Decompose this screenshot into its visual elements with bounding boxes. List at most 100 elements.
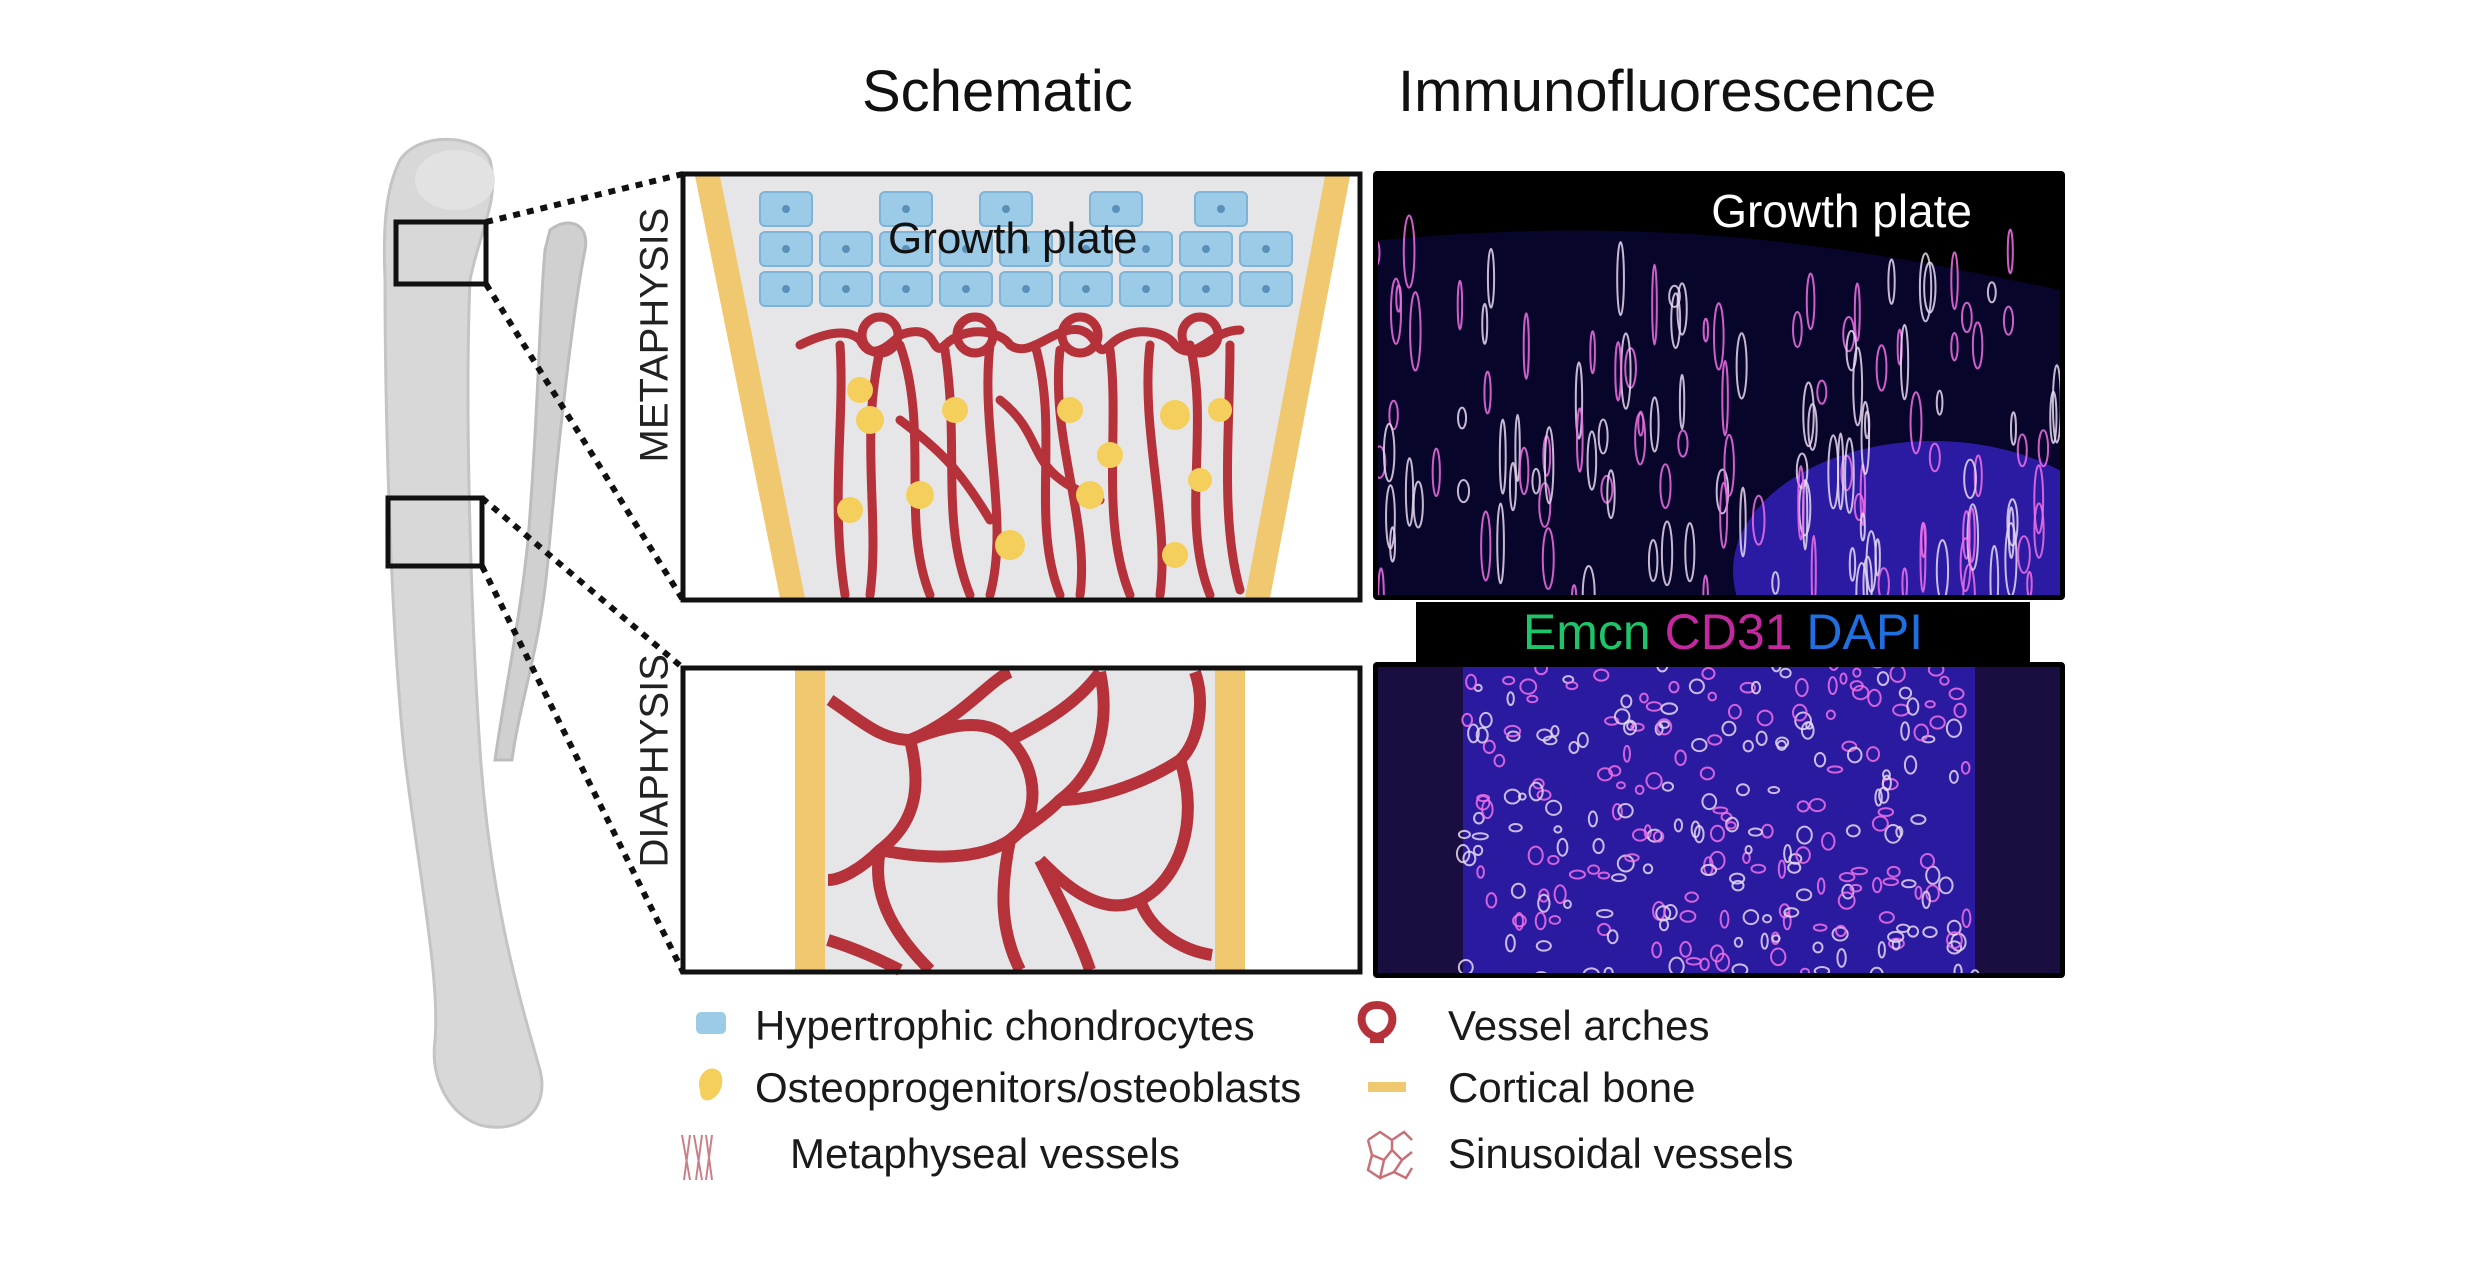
vessel-signal [1661, 781, 1675, 792]
vessel-signal [1968, 507, 1976, 563]
cell-nucleus [1142, 285, 1150, 293]
vessel-signal [1498, 418, 1507, 495]
vessel-signal [1900, 721, 1910, 741]
cell-nucleus [782, 285, 790, 293]
vessel-signal [1971, 321, 1984, 370]
vessel-signal [1744, 845, 1753, 855]
vessel-signal [2026, 570, 2033, 595]
vessel-signal [1651, 941, 1663, 959]
cell-nucleus [1262, 245, 1270, 253]
vessel-signal [1878, 911, 1895, 924]
vessel-signal [1923, 261, 1937, 314]
vessel-signal [1739, 486, 1747, 558]
vessel-signal [1715, 952, 1731, 972]
vessel-signal [1960, 301, 1973, 334]
vessel-signal [1462, 850, 1477, 867]
vessel-signal [1929, 715, 1946, 730]
vessel-signal [1735, 783, 1750, 797]
vessel-signal [1378, 240, 1381, 266]
vessel-signal [1604, 716, 1620, 726]
vessel-signal [1770, 947, 1787, 967]
vessel-signal [1966, 503, 1980, 571]
vessel-signal [1508, 822, 1523, 833]
vessel-signal [1534, 667, 1549, 676]
vessel-signal [1538, 888, 1550, 903]
vessel-signal [1712, 302, 1725, 371]
growth-plate-region [1378, 176, 2060, 290]
vessel-signal [1536, 789, 1552, 801]
vessel-signal [1959, 537, 1972, 592]
vessel-signal [1828, 667, 1839, 671]
vessel-signal [1528, 781, 1544, 802]
legend-cortical-bone: Cortical bone [1448, 1064, 1696, 1111]
vessel-signal [1946, 940, 1963, 955]
vessel-signal [2051, 364, 2060, 444]
vessel-signal [1699, 766, 1715, 781]
vessel-signal [1918, 252, 1933, 323]
vessel-signal [1378, 462, 1379, 471]
vessel-signal [1553, 884, 1567, 905]
vessel-signal [2017, 535, 2031, 574]
stain-cd31: CD31 [1664, 604, 1793, 660]
metaphyseal-vessels-icon [681, 1134, 713, 1181]
metaphysis-region-marker [393, 219, 489, 287]
vessel-signal [1535, 940, 1552, 952]
vessel-signal [1887, 258, 1896, 305]
vessel-signal [1658, 918, 1670, 932]
vessel-signal [1860, 400, 1871, 476]
vessel-signal [1563, 899, 1572, 909]
vessel-signal [1844, 437, 1855, 515]
cortical-bone-right [1215, 670, 1245, 970]
cortical-bone-region [1378, 667, 1463, 973]
vessel-signal [2033, 502, 2045, 559]
vessel-signal [1615, 781, 1626, 790]
vessel-signal [1812, 923, 1828, 932]
vessel-signal [1914, 885, 1923, 900]
cell-nucleus [1022, 285, 1030, 293]
vessel-signal [1802, 381, 1815, 448]
cell-nucleus [1217, 205, 1225, 213]
vessel-signal [1777, 859, 1787, 879]
legend-vessel-arches: Vessel arches [1448, 1002, 1710, 1049]
vessel-signal [1656, 667, 1669, 673]
vessel-signal [1849, 883, 1863, 893]
vessel-signal [1514, 911, 1524, 931]
vessel-signal [1945, 718, 1963, 738]
vessel-signal [1382, 422, 1396, 483]
vessel-signal [1986, 281, 1997, 304]
cell-nucleus [1262, 285, 1270, 293]
vessel-signal [1898, 686, 1913, 700]
vessel-signal [1867, 688, 1882, 708]
vessel-signal [1756, 709, 1774, 727]
vessel-signal [1889, 667, 1906, 683]
cell-nucleus [1082, 245, 1090, 253]
vessel-signal [1731, 963, 1749, 973]
vessel-signal [1950, 332, 1959, 362]
vessel-signal [1750, 680, 1762, 695]
vessel-signal [1771, 934, 1781, 943]
vessel-signal [1589, 330, 1596, 375]
vessel-signal [1848, 546, 1857, 582]
vessel-signal [2006, 228, 2014, 275]
zoom-lines [479, 171, 686, 974]
vessel-signal [1623, 719, 1637, 736]
legend-metaphyseal-vessels: Metaphyseal vessels [790, 1130, 1180, 1177]
vessel-signal [1389, 526, 1397, 563]
vessel-signal [1472, 844, 1484, 856]
vessel-signal [1597, 418, 1609, 455]
vessel-signal [1794, 711, 1812, 731]
vessel-signal [1807, 402, 1818, 451]
vessel-signal [1606, 929, 1619, 945]
vessel-signal [1948, 687, 1965, 701]
cell-nucleus [1002, 205, 1010, 213]
vessel-signal [1852, 346, 1864, 427]
vessel-signal [1953, 963, 1963, 973]
cortical-bone-right [1245, 176, 1350, 598]
vessel-signal [1684, 522, 1696, 583]
vessel-signal [1805, 272, 1816, 331]
vessel-signal [1482, 739, 1496, 755]
sinusoidal-vessels-icon [1366, 1130, 1414, 1181]
vessel-signal [1719, 909, 1730, 929]
vessel-signal [1712, 806, 1729, 815]
vessel-signal [1935, 389, 1944, 416]
